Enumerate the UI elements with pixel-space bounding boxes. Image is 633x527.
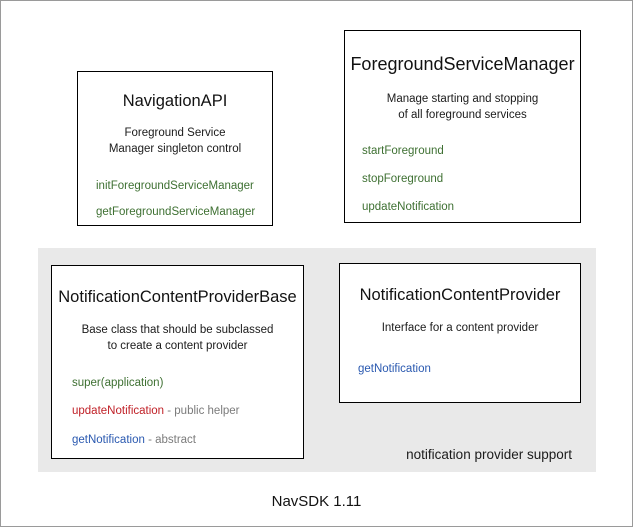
card-description-foreground-service-manager: Manage starting and stopping of all fore… <box>345 92 580 124</box>
member-name: stopForeground <box>362 173 444 186</box>
member-name: updateNotification <box>362 201 455 213</box>
card-description-line-1: Interface for a content provider <box>381 321 539 334</box>
card-description-notification-content-provider: Interface for a content provider <box>340 321 580 337</box>
class-card-notification-content-provider[interactable]: NotificationContentProvider Interface fo… <box>339 263 581 403</box>
class-card-notification-content-provider-base[interactable]: NotificationContentProviderBase Base cla… <box>51 265 304 459</box>
card-description-line-2: to create a content provider <box>107 339 248 352</box>
class-card-navigation-api[interactable]: NavigationAPI Foreground Service Manager… <box>77 71 273 226</box>
member-list-foreground-service-manager: startForeground stopForeground updateNot… <box>362 145 580 214</box>
member-name: getNotification <box>358 362 431 375</box>
card-title-navigation-api: NavigationAPI <box>122 92 228 110</box>
class-card-foreground-service-manager[interactable]: ForegroundServiceManager Manage starting… <box>344 30 581 223</box>
member-note: - abstract <box>144 434 197 447</box>
card-description-notification-content-provider-base: Base class that should be subclassed to … <box>52 323 303 355</box>
member-list-notification-content-provider-base: super(application) updateNotification - … <box>72 377 303 448</box>
member-name: super(application) <box>72 376 164 389</box>
card-description-navigation-api: Foreground Service Manager singleton con… <box>78 126 272 158</box>
member-name: getNotification <box>72 434 145 447</box>
group-caption-label: notification provider support <box>406 447 572 462</box>
member-item[interactable]: getNotification - abstract <box>72 434 303 448</box>
member-item[interactable]: updateNotification - public helper <box>72 405 303 419</box>
member-name: startForeground <box>362 145 444 158</box>
member-name: updateNotification <box>72 405 165 418</box>
member-item[interactable]: getNotification <box>358 363 580 377</box>
card-title-foreground-service-manager: ForegroundServiceManager <box>350 54 575 74</box>
card-title-notification-content-provider: NotificationContentProvider <box>359 286 561 304</box>
member-item[interactable]: super(application) <box>72 377 303 391</box>
member-item[interactable]: initForegroundServiceManager <box>96 180 272 194</box>
member-name: getForegroundServiceManager <box>96 206 256 219</box>
card-description-line-1: Foreground Service <box>124 126 226 139</box>
member-item[interactable]: stopForeground <box>362 173 580 187</box>
member-item[interactable]: getForegroundServiceManager <box>96 206 272 220</box>
card-description-line-1: Manage starting and stopping <box>386 92 539 105</box>
footer-version-label: NavSDK 1.11 <box>271 493 362 510</box>
member-note: - public helper <box>164 405 240 418</box>
member-item[interactable]: updateNotification <box>362 201 580 215</box>
member-item[interactable]: startForeground <box>362 145 580 159</box>
member-list-navigation-api: initForegroundServiceManager getForegrou… <box>96 180 272 221</box>
card-description-line-1: Base class that should be subclassed <box>81 323 274 336</box>
member-name: initForegroundServiceManager <box>96 179 254 192</box>
member-list-notification-content-provider: getNotification <box>358 363 580 377</box>
card-description-line-2: Manager singleton control <box>108 142 242 155</box>
card-title-notification-content-provider-base: NotificationContentProviderBase <box>58 288 297 306</box>
card-description-line-2: of all foreground services <box>398 108 527 121</box>
